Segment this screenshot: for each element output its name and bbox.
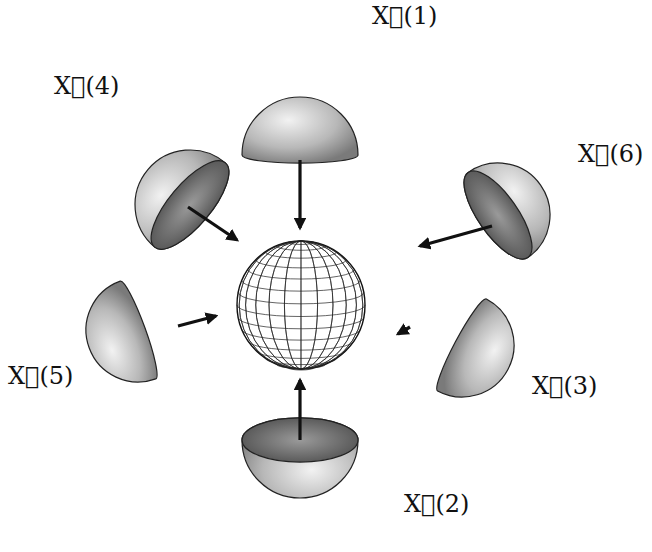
hemisphere (71, 279, 162, 397)
arrow (398, 327, 410, 334)
wireframe-sphere (237, 241, 365, 370)
hemisphere-rim (139, 149, 242, 260)
hemisphere-shell (431, 296, 532, 416)
hemisphere (113, 128, 242, 261)
longitude-line (301, 241, 302, 369)
hemisphere-shell (71, 279, 162, 397)
longitude-line (256, 241, 347, 369)
arrow (420, 226, 492, 246)
arrow (298, 380, 301, 440)
vector-label: X⃗(6) (578, 140, 643, 169)
longitude-line (284, 241, 317, 369)
vector-label: X⃗(5) (8, 362, 73, 391)
longitude-line (269, 241, 333, 369)
vector-label: X⃗(2) (404, 490, 469, 519)
sphere-outline (237, 241, 365, 369)
hemisphere-shell (242, 97, 358, 163)
longitude-line (246, 241, 357, 369)
arrow (298, 160, 301, 228)
hemisphere-shell (113, 128, 242, 261)
vector-label: X⃗(4) (54, 72, 119, 101)
hemisphere-shell (452, 143, 570, 269)
longitude-line (246, 241, 357, 369)
vector-label: X⃗(3) (532, 372, 597, 401)
hemisphere-rim (452, 161, 544, 269)
hemisphere (242, 97, 358, 163)
longitude-line (256, 241, 347, 369)
arrow (188, 207, 237, 240)
hemisphere (452, 143, 570, 269)
vector-label: X⃗(1) (372, 2, 437, 31)
hemisphere (431, 296, 532, 416)
longitude-line (239, 241, 363, 369)
longitude-line (284, 241, 317, 369)
longitude-line (269, 241, 333, 369)
longitude-line (239, 241, 363, 369)
arrow (178, 316, 216, 326)
